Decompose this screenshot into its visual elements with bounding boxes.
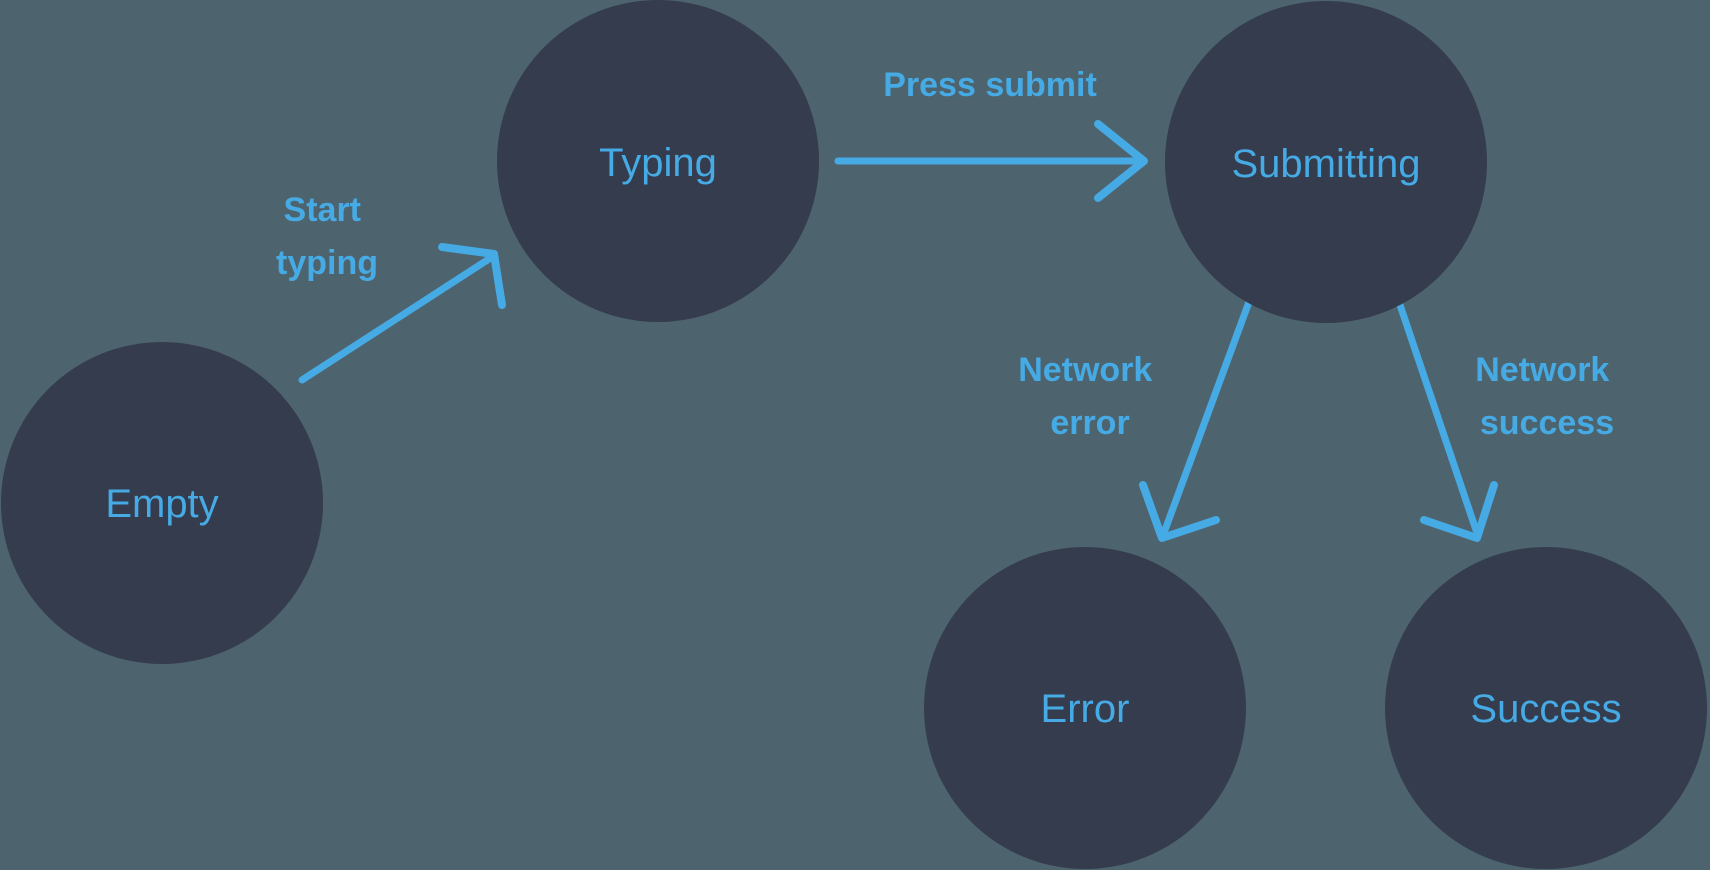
edge-network-success-line: [1395, 298, 1480, 534]
edge-label-network-error-line-1: Network: [1018, 351, 1152, 389]
edge-network-success-arrowhead: [1420, 481, 1498, 542]
edge-label-press-submit-line-1: Press submit: [883, 66, 1097, 104]
edge-label-network-error: Network error: [1018, 351, 1162, 442]
edge-label-start-typing-line-2: typing: [276, 244, 378, 282]
state-label-empty: Empty: [105, 482, 218, 526]
edge-label-network-success-line-1: Network: [1475, 351, 1609, 389]
edge-press-submit: [834, 120, 1148, 202]
edge-network-error: [1139, 298, 1253, 542]
edge-label-press-submit: Press submit: [883, 66, 1097, 104]
edge-label-network-success-line-2: success: [1480, 404, 1614, 442]
edge-label-start-typing-line-1: Start: [284, 191, 361, 229]
edge-label-start-typing: Start typing: [276, 191, 378, 282]
state-label-success: Success: [1470, 687, 1621, 731]
state-node-success[interactable]: Success: [1385, 547, 1707, 869]
state-circle-typing[interactable]: [497, 0, 819, 322]
edge-label-network-error-line-2: error: [1050, 404, 1129, 442]
edge-label-network-success: Network success: [1475, 351, 1619, 442]
state-circle-empty[interactable]: [1, 342, 323, 664]
state-node-submitting[interactable]: Submitting: [1165, 1, 1487, 323]
state-node-empty[interactable]: Empty: [1, 342, 323, 664]
edge-network-error-arrowhead: [1139, 481, 1220, 542]
state-node-typing[interactable]: Typing: [497, 0, 819, 322]
state-label-typing: Typing: [599, 141, 717, 185]
state-circle-success[interactable]: [1385, 547, 1707, 869]
edge-network-success: [1395, 298, 1498, 542]
state-circle-error[interactable]: [924, 547, 1246, 869]
edge-press-submit-arrowhead: [1094, 120, 1148, 202]
state-node-error[interactable]: Error: [924, 547, 1246, 869]
edge-start-typing-arrowhead: [438, 243, 506, 309]
edge-start-typing-line: [298, 253, 496, 384]
state-label-error: Error: [1041, 687, 1130, 731]
edge-network-error-line: [1161, 298, 1253, 534]
edge-start-typing: [298, 243, 506, 384]
state-circle-submitting[interactable]: [1165, 1, 1487, 323]
state-label-submitting: Submitting: [1232, 142, 1421, 186]
